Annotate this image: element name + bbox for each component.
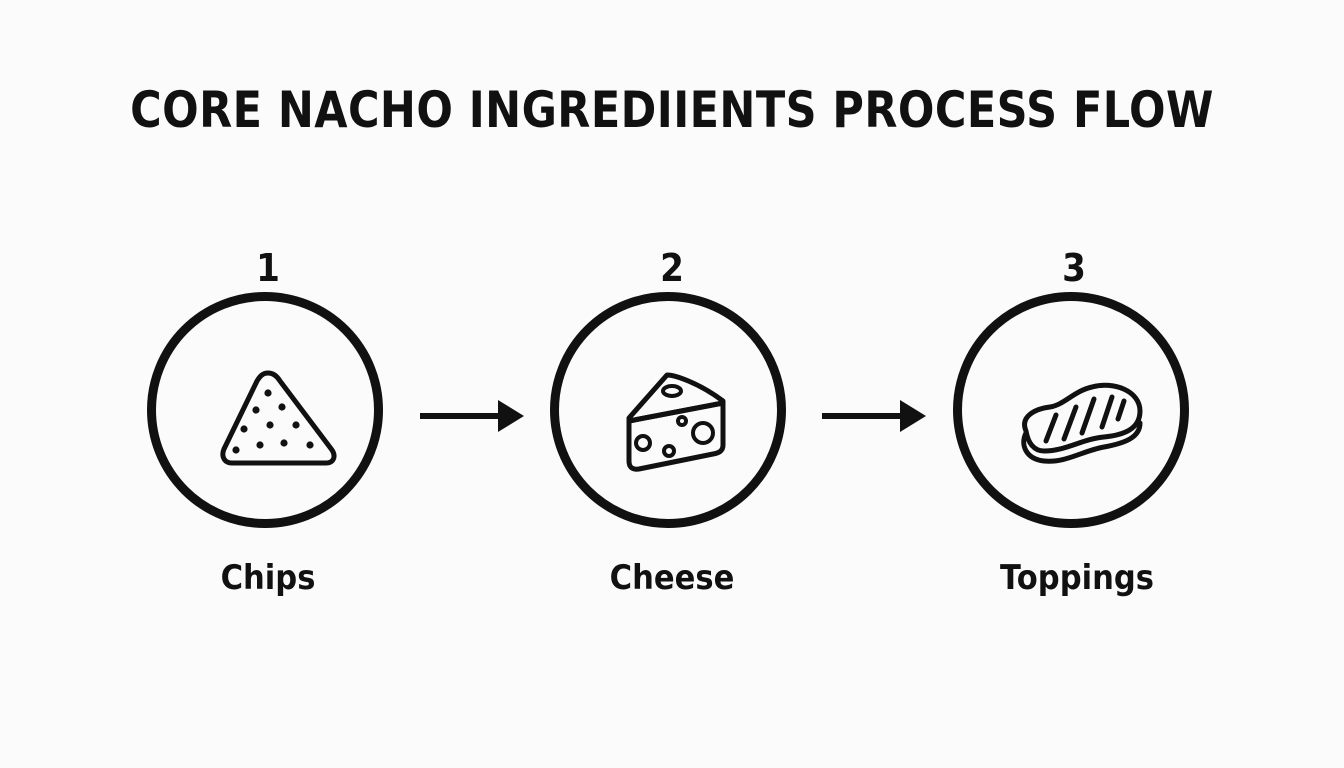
- step-label-toppings: Toppings: [999, 558, 1155, 598]
- step-number-2: 2: [660, 246, 684, 290]
- steak-icon: [1021, 382, 1143, 464]
- step-circle-toppings: [953, 292, 1189, 528]
- step-number-3: 3: [1062, 246, 1086, 290]
- cheese-wedge-icon: [626, 372, 726, 472]
- arrow-right-icon: [822, 400, 926, 432]
- step-circle-chips: [147, 292, 383, 528]
- tortilla-chip-icon: [220, 370, 337, 466]
- arrow-right-icon: [420, 400, 524, 432]
- step-label-chips: Chips: [220, 558, 316, 598]
- diagram-title: CORE NACHO INGREDIIENTS PROCESS FLOW: [130, 81, 1214, 139]
- step-label-cheese: Cheese: [609, 558, 735, 598]
- step-circle-cheese: [550, 292, 786, 528]
- step-number-1: 1: [256, 246, 280, 290]
